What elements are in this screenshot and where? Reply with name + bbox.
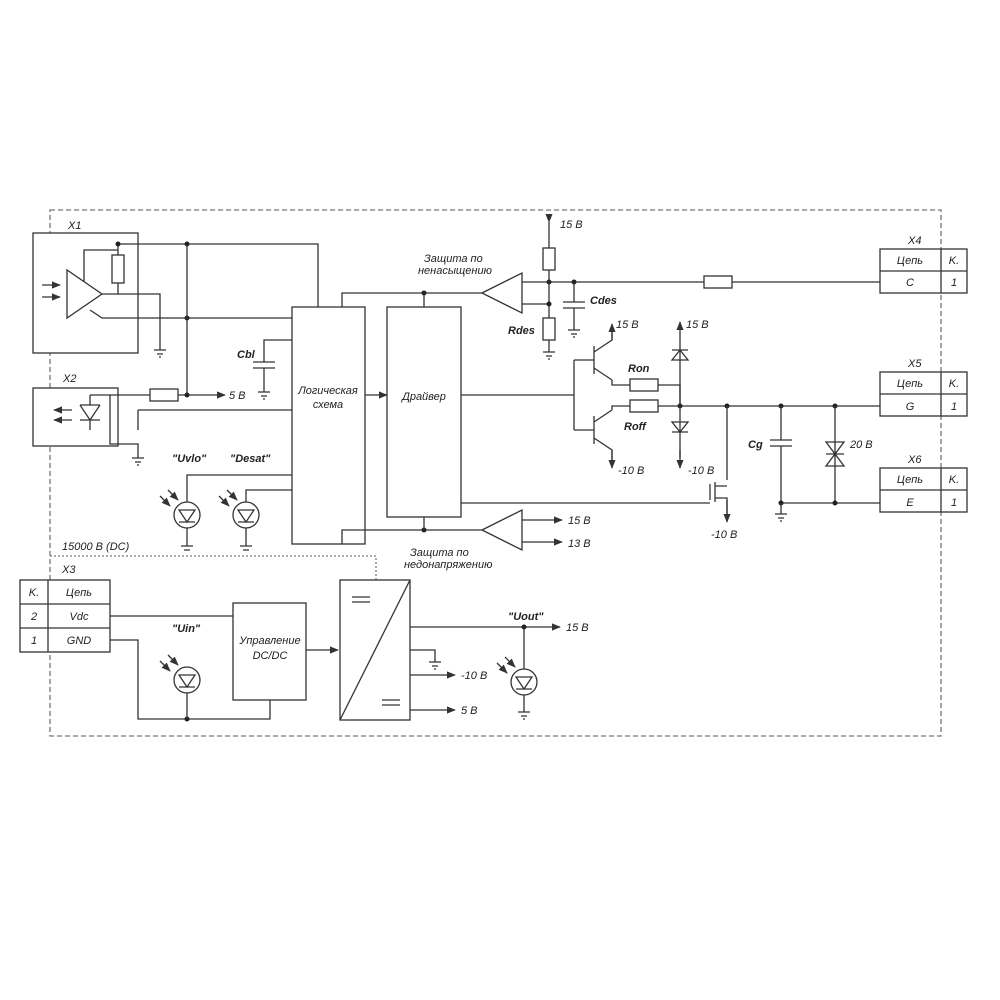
clamp-mosfet bbox=[461, 406, 731, 523]
uv-comparator bbox=[480, 508, 523, 552]
desat-protection-label-1: Защита по bbox=[424, 253, 483, 265]
ron-label: Ron bbox=[628, 363, 650, 375]
driver-block bbox=[386, 306, 462, 518]
rdes-label: Rdes bbox=[508, 325, 535, 337]
logic-block bbox=[291, 306, 366, 545]
x4-connector bbox=[879, 248, 968, 294]
x6-net: E bbox=[906, 497, 914, 509]
dcdc-converter bbox=[339, 579, 411, 721]
collector-resistor bbox=[703, 275, 733, 289]
ground-symbol bbox=[154, 349, 166, 358]
rdes-divider bbox=[542, 213, 556, 360]
logic-label-2: схема bbox=[313, 399, 343, 411]
cg-capacitor bbox=[770, 406, 792, 503]
uvlo-led-label: "Uvlo" bbox=[172, 453, 207, 465]
dcdc-label-2: DC/DC bbox=[253, 650, 288, 662]
v13-uv-label: 13 В bbox=[568, 538, 591, 550]
isolation-barrier bbox=[50, 555, 377, 580]
x3-row-2-pin: 1 bbox=[31, 635, 37, 647]
isolation-label: 15000 В (DC) bbox=[62, 541, 130, 553]
zener-label: 20 В bbox=[849, 439, 873, 451]
uvlo-led-icon bbox=[159, 474, 292, 551]
x2-connector bbox=[32, 387, 119, 447]
x3-row-1-net: Vdc bbox=[70, 611, 89, 623]
x5-pin: 1 bbox=[951, 401, 957, 413]
uout-led-label: "Uout" bbox=[508, 611, 544, 623]
x1-receiver-amplifier bbox=[42, 244, 292, 350]
driver-label: Драйвер bbox=[400, 391, 446, 403]
v15-out-label: 15 В bbox=[566, 622, 589, 634]
desat-led-icon bbox=[218, 489, 292, 551]
x2-resistor bbox=[149, 388, 179, 402]
x5-net: G bbox=[906, 401, 915, 413]
cg-label: Cg bbox=[748, 439, 763, 451]
v15-uv-label: 15 В bbox=[568, 515, 591, 527]
v15-top-label: 15 В bbox=[560, 219, 583, 231]
vm10-out-label: -10 В bbox=[461, 670, 487, 682]
uin-led-label: "Uin" bbox=[172, 623, 201, 635]
x4-header-pin: K. bbox=[949, 255, 959, 267]
vm10-mosfet-label: -10 В bbox=[711, 529, 737, 541]
tvs-zener bbox=[824, 406, 846, 503]
v5-x2-label: 5 В bbox=[229, 390, 246, 402]
ron-resistor bbox=[629, 378, 659, 392]
uin-led-icon bbox=[159, 654, 201, 719]
x6-header-pin: K. bbox=[949, 474, 959, 486]
v5-out-label: 5 В bbox=[461, 705, 478, 717]
dcdc-control-block bbox=[232, 602, 307, 701]
x6-label: X6 bbox=[907, 454, 922, 466]
x6-header-net: Цепь bbox=[897, 474, 923, 486]
x5-header-net: Цепь bbox=[897, 378, 923, 390]
x3-connector bbox=[19, 579, 111, 653]
desat-led-label: "Desat" bbox=[230, 453, 271, 465]
x1-connector bbox=[32, 232, 139, 354]
roff-label: Roff bbox=[624, 421, 647, 433]
desat-protection-label-2: ненасыщению bbox=[418, 265, 492, 277]
cbl-label: Cbl bbox=[237, 349, 256, 361]
vm10-diode-label: -10 В bbox=[688, 465, 714, 477]
cdes-label: Cdes bbox=[590, 295, 617, 307]
clamp-diode-bottom bbox=[670, 406, 690, 469]
x3-row-1-pin: 2 bbox=[30, 611, 37, 623]
x5-connector bbox=[879, 371, 968, 417]
x4-net: C bbox=[906, 277, 914, 289]
v15-diode-label: 15 В bbox=[686, 319, 709, 331]
x5-header-pin: K. bbox=[949, 378, 959, 390]
x3-header-pin: K. bbox=[29, 587, 39, 599]
x5-label: X5 bbox=[907, 358, 922, 370]
x3-label: X3 bbox=[61, 564, 76, 576]
x2-led-icon bbox=[53, 395, 101, 430]
cdes-capacitor bbox=[563, 282, 585, 338]
roff-resistor bbox=[629, 399, 659, 413]
x4-pin: 1 bbox=[951, 277, 957, 289]
dcdc-label-1: Управление bbox=[238, 635, 300, 647]
v15-npn-label: 15 В bbox=[616, 319, 639, 331]
x4-label: X4 bbox=[907, 235, 921, 247]
npn-transistor bbox=[574, 323, 616, 381]
uv-protection-label-1: Защита по bbox=[410, 547, 469, 559]
x2-label: X2 bbox=[62, 373, 76, 385]
x3-row-2-net: GND bbox=[67, 635, 92, 647]
x1-label: X1 bbox=[67, 220, 81, 232]
x6-pin: 1 bbox=[951, 497, 957, 509]
x6-connector bbox=[879, 467, 968, 513]
uv-protection-label-2: недонапряжению bbox=[404, 559, 492, 571]
x4-header-net: Цепь bbox=[897, 255, 923, 267]
vm10-pnp-label: -10 В bbox=[618, 465, 644, 477]
clamp-diode-top bbox=[670, 321, 690, 406]
x3-header-net: Цепь bbox=[66, 587, 92, 599]
cbl-capacitor bbox=[253, 339, 292, 400]
uout-led-icon bbox=[496, 627, 538, 720]
desat-comparator bbox=[480, 271, 523, 315]
pnp-transistor bbox=[574, 409, 616, 469]
logic-label-1: Логическая bbox=[297, 385, 358, 397]
